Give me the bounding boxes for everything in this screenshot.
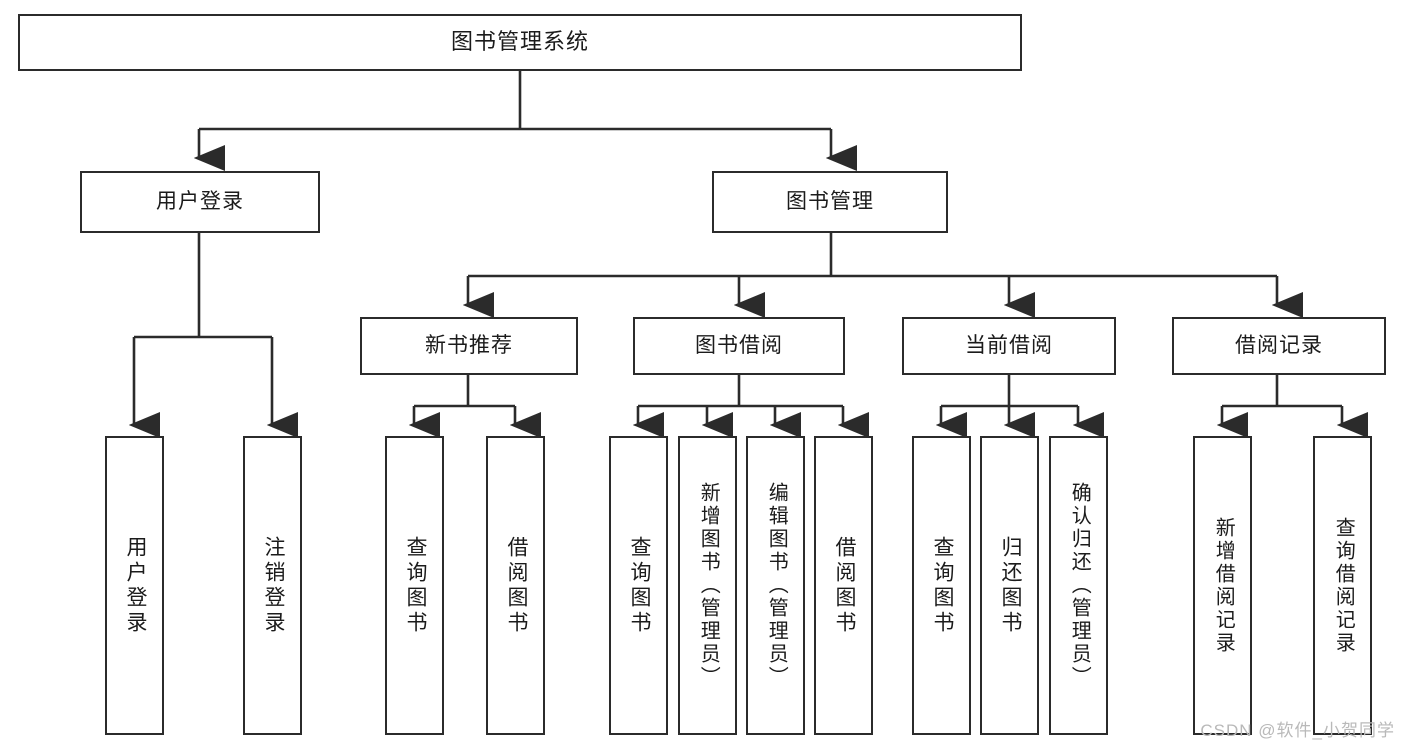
node-label: 新书推荐 <box>425 334 513 358</box>
leaf-label: 新增借阅记录 <box>1212 516 1235 655</box>
leaf-label: 确认归还（管理员） <box>1068 482 1091 689</box>
leaf-record-add-record[interactable]: 新增借阅记录 <box>1193 436 1252 735</box>
leaf-borrow-query-book[interactable]: 查询图书 <box>609 436 668 735</box>
csdn-watermark: CSDN @软件_小贺同学 <box>1200 721 1395 740</box>
leaf-user-login-login[interactable]: 用户登录 <box>105 436 164 735</box>
leaf-user-login-logout[interactable]: 注销登录 <box>243 436 302 735</box>
leaf-label: 查询图书 <box>930 535 954 636</box>
node-book-management[interactable]: 图书管理 <box>712 171 948 233</box>
leaf-current-confirm-return-admin[interactable]: 确认归还（管理员） <box>1049 436 1108 735</box>
leaf-current-query-book[interactable]: 查询图书 <box>912 436 971 735</box>
node-borrow-record[interactable]: 借阅记录 <box>1172 317 1386 375</box>
leaf-borrow-add-book-admin[interactable]: 新增图书（管理员） <box>678 436 737 735</box>
leaf-borrow-borrow-book[interactable]: 借阅图书 <box>814 436 873 735</box>
node-label: 用户登录 <box>156 190 244 214</box>
leaf-recommend-borrow-book[interactable]: 借阅图书 <box>486 436 545 735</box>
leaf-label: 查询图书 <box>403 535 427 636</box>
leaf-label: 用户登录 <box>123 535 147 636</box>
leaf-label: 新增图书（管理员） <box>697 482 720 689</box>
node-current-borrow[interactable]: 当前借阅 <box>902 317 1116 375</box>
leaf-label: 查询图书 <box>627 535 651 636</box>
node-book-borrow[interactable]: 图书借阅 <box>633 317 845 375</box>
leaf-label: 借阅图书 <box>832 535 856 636</box>
leaf-label: 查询借阅记录 <box>1332 516 1355 655</box>
leaf-label: 注销登录 <box>261 535 285 636</box>
leaf-label: 借阅图书 <box>504 535 528 636</box>
node-label: 图书管理 <box>786 190 874 214</box>
node-user-login[interactable]: 用户登录 <box>80 171 320 233</box>
node-label: 借阅记录 <box>1235 334 1323 358</box>
node-label: 当前借阅 <box>965 334 1053 358</box>
leaf-record-query-record[interactable]: 查询借阅记录 <box>1313 436 1372 735</box>
leaf-borrow-edit-book-admin[interactable]: 编辑图书（管理员） <box>746 436 805 735</box>
node-new-book-recommend[interactable]: 新书推荐 <box>360 317 578 375</box>
leaf-current-return-book[interactable]: 归还图书 <box>980 436 1039 735</box>
leaf-label: 归还图书 <box>998 535 1022 636</box>
leaf-recommend-query-book[interactable]: 查询图书 <box>385 436 444 735</box>
leaf-label: 编辑图书（管理员） <box>765 482 788 689</box>
node-root-system[interactable]: 图书管理系统 <box>18 14 1022 71</box>
node-label: 图书管理系统 <box>450 29 589 55</box>
node-label: 图书借阅 <box>695 334 783 358</box>
